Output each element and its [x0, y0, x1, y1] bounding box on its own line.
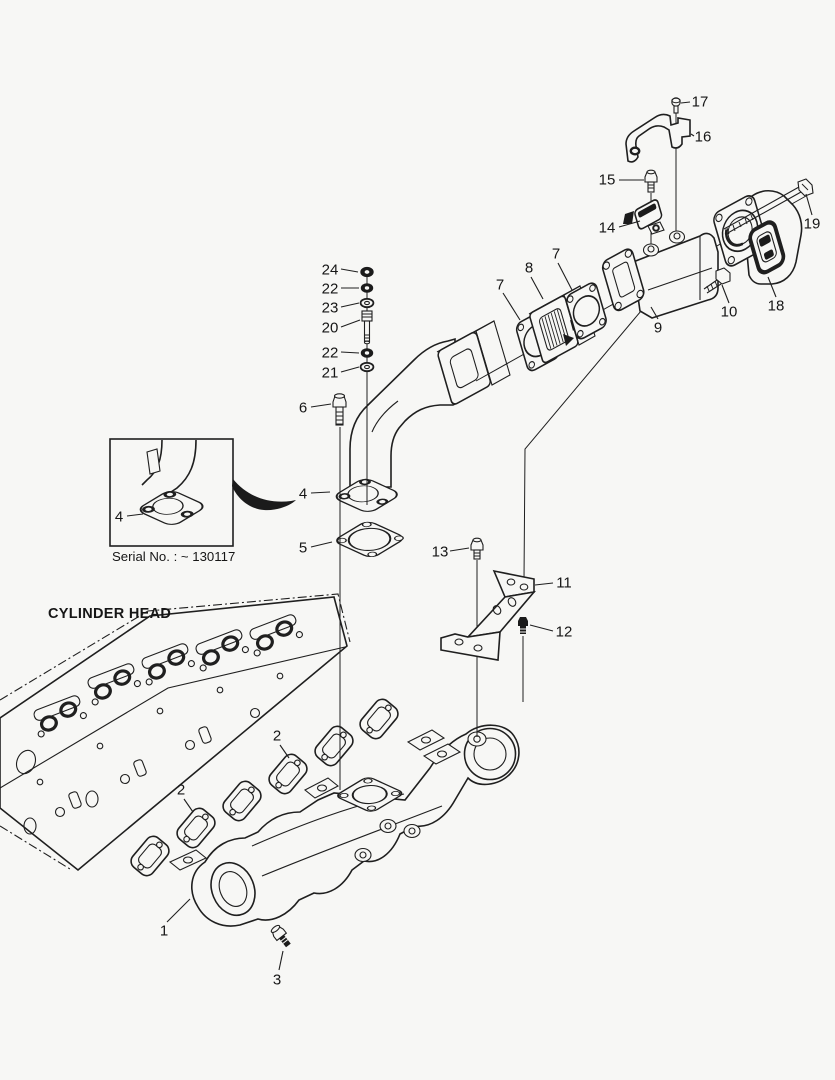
callout-leader-19: [805, 193, 813, 216]
callout-18: 18: [768, 298, 785, 315]
callout-3: 3: [273, 972, 281, 989]
callout-leader-7: [502, 292, 521, 321]
callout-4: 4: [299, 486, 307, 503]
callout-leader-12: [529, 624, 554, 632]
callout-leader-8: [530, 276, 544, 300]
callout-8: 8: [525, 260, 533, 277]
callout-22: 22: [322, 345, 339, 362]
callout-21: 21: [322, 365, 339, 382]
callout-4: 4: [115, 509, 123, 526]
callout-leader-6: [310, 403, 332, 408]
egr-long-bolt: [723, 178, 814, 235]
upper-bracket-drawing: [625, 113, 691, 163]
callout-24: 24: [322, 262, 339, 279]
callout-12: 12: [556, 624, 573, 641]
manifold-bolt: [270, 924, 291, 948]
upper-bracket-bolt: [671, 97, 681, 114]
callout-leader-3: [278, 950, 284, 971]
callout-leader-4: [310, 491, 331, 494]
serial-note: Serial No. : ~ 130117: [112, 549, 235, 564]
callout-leader-7: [557, 262, 573, 291]
callout-9: 9: [654, 320, 662, 337]
callout-7: 7: [496, 277, 504, 294]
callout-6: 6: [299, 400, 307, 417]
callout-leader-24: [340, 268, 359, 273]
elbow-pipe-drawing: [349, 320, 511, 488]
connector-body: [601, 230, 719, 319]
callout-leader-17: [680, 101, 691, 104]
callout-11: 11: [556, 575, 572, 592]
callout-10: 10: [721, 304, 738, 321]
callout-2: 2: [177, 782, 185, 799]
callout-13: 13: [432, 544, 449, 561]
callout-23: 23: [322, 300, 339, 317]
callout-2: 2: [273, 728, 281, 745]
callout-leader-14: [618, 220, 641, 228]
callout-leader-16: [690, 133, 695, 137]
elbow-gasket: [336, 521, 404, 558]
callout-leader-11: [534, 582, 554, 586]
callout-1: 1: [160, 923, 168, 940]
sensor-drawing: [623, 199, 665, 235]
cylinder-head-drawing: [0, 593, 351, 872]
callout-16: 16: [695, 129, 712, 146]
stud: [361, 310, 373, 345]
lower-bracket-drawing: [440, 569, 537, 661]
callout-17: 17: [692, 94, 709, 111]
callout-leader-2: [279, 744, 290, 759]
lower-bracket-bolt-lower: [518, 617, 528, 634]
serial-inset: Serial No. : ~ 130117: [109, 438, 296, 564]
manifold-throttle-flange: [337, 777, 403, 812]
callout-19: 19: [804, 216, 821, 233]
callout-leader-18: [767, 276, 777, 298]
callout-leader-5: [310, 541, 333, 548]
callout-leader-23: [340, 302, 360, 308]
lower-bracket-bolt-upper: [470, 537, 484, 560]
callout-14: 14: [599, 220, 616, 237]
callout-leader-22: [340, 351, 360, 354]
callout-leader-10: [721, 284, 730, 304]
callout-22: 22: [322, 281, 339, 298]
egr-valve-drawing: [713, 189, 803, 285]
callout-leader-1: [166, 898, 191, 923]
callout-leader-20: [340, 319, 361, 328]
callout-7: 7: [552, 246, 560, 263]
callout-leader-21: [340, 366, 360, 373]
callout-leader-9: [650, 306, 659, 320]
cylinder-head-label: CYLINDER HEAD: [48, 606, 171, 622]
connector-bolt: [703, 267, 731, 294]
callout-leader-2: [183, 798, 194, 813]
callout-5: 5: [299, 540, 307, 557]
intake-manifold-drawing: [168, 724, 520, 927]
sensor-bolt: [644, 169, 658, 193]
flange-bolt: [332, 393, 347, 426]
stud-hardware-stack: [359, 266, 375, 373]
callout-leader-13: [449, 547, 470, 552]
callout-leader-4: [126, 513, 144, 517]
callout-15: 15: [599, 172, 616, 189]
detail-swoosh: [232, 479, 296, 511]
callout-20: 20: [322, 320, 339, 337]
square-gasket-rear: [565, 282, 607, 340]
